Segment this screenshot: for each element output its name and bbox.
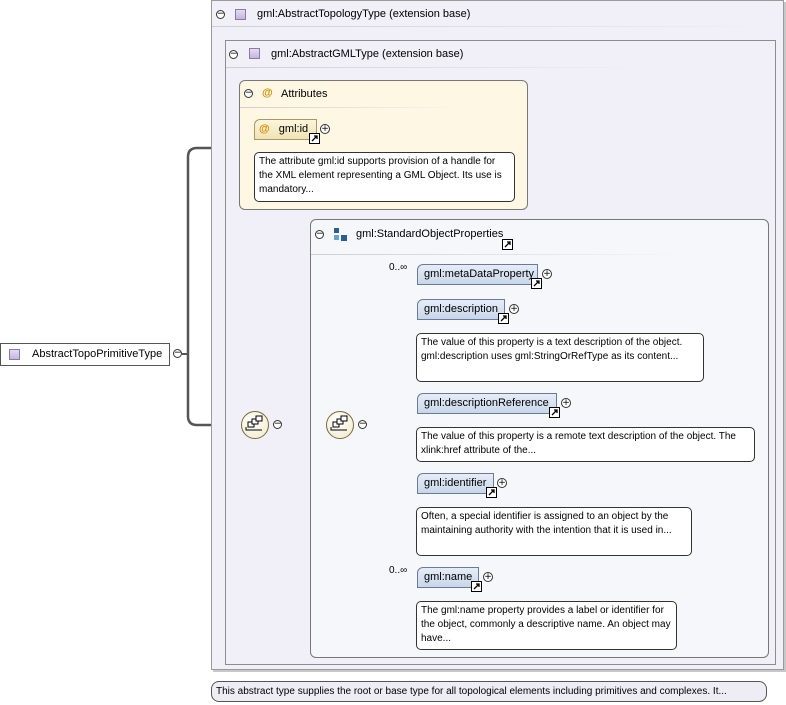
expand-icon[interactable]: + (542, 269, 552, 279)
element-documentation: The value of this property is a remote t… (416, 427, 755, 462)
collapse-icon[interactable]: − (216, 9, 225, 19)
element-label: gml:name (424, 571, 473, 583)
extension-base-topology-label: gml:AbstractTopologyType (extension base… (257, 8, 471, 20)
root-type-box[interactable]: AbstractTopoPrimitiveType (0, 343, 170, 366)
header-divider (226, 67, 646, 68)
reference-link-icon[interactable] (471, 581, 482, 592)
attribute-documentation: The attribute gml:id supports provision … (254, 152, 515, 202)
attribute-icon: @ (262, 87, 273, 99)
element-documentation: The gml:name property provides a label o… (416, 601, 677, 650)
element-documentation: The value of this property is a text des… (416, 333, 704, 382)
header-divider (240, 107, 460, 108)
expand-icon[interactable]: + (483, 572, 493, 582)
extension-base-gml-label: gml:AbstractGMLType (extension base) (271, 48, 464, 60)
sequence-compositor-icon[interactable] (326, 411, 354, 439)
element-label: gml:descriptionReference (424, 397, 549, 409)
reference-link-icon[interactable] (498, 313, 509, 324)
attribute-gml-id[interactable]: @ gml:id (254, 119, 317, 140)
group-icon (334, 228, 347, 241)
collapse-icon[interactable]: − (273, 419, 282, 429)
attribute-label: gml:id (278, 123, 309, 135)
attributes-title: Attributes (281, 88, 328, 100)
header-divider (311, 254, 691, 255)
reference-link-icon[interactable] (502, 239, 513, 250)
collapse-icon[interactable]: − (358, 419, 367, 429)
reference-link-icon[interactable] (486, 487, 497, 498)
element-label: gml:description (424, 303, 498, 315)
expand-icon[interactable]: + (561, 398, 571, 408)
expand-icon[interactable]: + (497, 478, 507, 488)
reference-link-icon[interactable] (531, 278, 542, 289)
group-label: gml:StandardObjectProperties (356, 228, 504, 240)
collapse-icon[interactable]: − (229, 49, 238, 59)
element-documentation: Often, a special identifier is assigned … (416, 507, 692, 556)
element-label: gml:identifier (424, 477, 487, 489)
collapse-icon[interactable]: − (315, 229, 324, 239)
complex-type-icon (235, 9, 246, 20)
attribute-icon: @ (259, 123, 270, 135)
reference-link-icon[interactable] (309, 133, 320, 144)
element-metadataproperty[interactable]: gml:metaDataProperty (417, 264, 538, 285)
reference-link-icon[interactable] (549, 407, 560, 418)
collapse-icon[interactable]: − (173, 348, 182, 358)
sequence-compositor-icon[interactable] (241, 411, 269, 439)
element-descriptionreference[interactable]: gml:descriptionReference (417, 393, 557, 414)
expand-icon[interactable]: + (320, 124, 330, 134)
occurrence-label: 0..∞ (389, 565, 408, 576)
element-label: gml:metaDataProperty (424, 268, 535, 280)
element-description[interactable]: gml:description (417, 299, 505, 320)
element-name[interactable]: gml:name (417, 567, 479, 588)
complex-type-icon (249, 48, 260, 59)
collapse-icon[interactable]: − (244, 88, 253, 98)
element-identifier[interactable]: gml:identifier (417, 473, 494, 494)
header-divider (212, 26, 772, 27)
root-type-documentation: This abstract type supplies the root or … (211, 681, 767, 702)
expand-icon[interactable]: + (509, 304, 519, 314)
root-type-label: AbstractTopoPrimitiveType (32, 348, 163, 360)
occurrence-label: 0..∞ (389, 262, 408, 273)
complex-type-icon (9, 349, 20, 360)
